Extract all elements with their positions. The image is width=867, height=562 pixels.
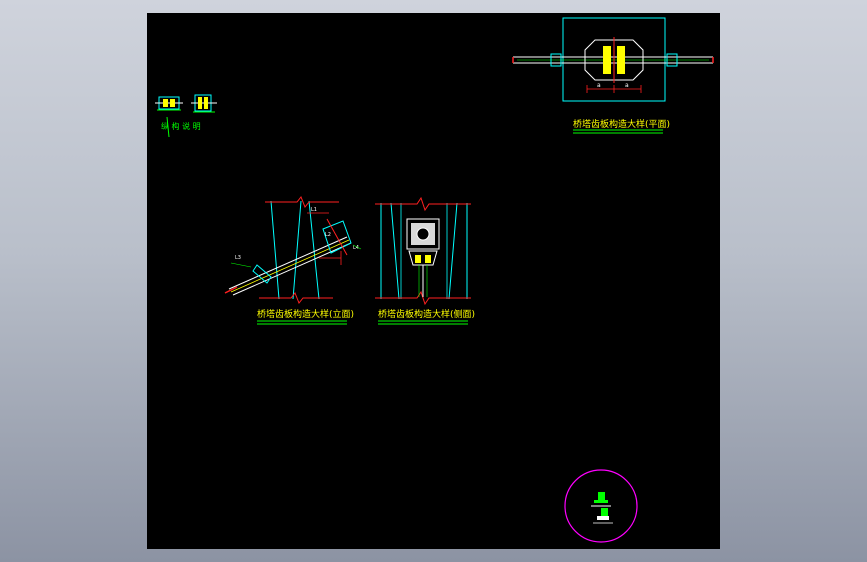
elevation-title: 桥塔齿板构造大样(立面)	[257, 308, 354, 320]
cad-canvas: 纵 构 说 明 a a 桥塔齿板构造大样(平面)	[155, 17, 714, 543]
elev-dim-4: L4	[353, 245, 359, 251]
side-view: 桥塔齿板构造大样(侧面)	[375, 196, 475, 325]
plan-title: 桥塔齿板构造大样(平面)	[573, 118, 670, 130]
elev-dim-1: L1	[311, 207, 317, 213]
legend-note: 纵 构 说 明	[161, 121, 201, 131]
legend-symbols: 纵 构 说 明	[155, 94, 217, 138]
legend-symbol-right	[191, 94, 217, 113]
legend-symbol-left	[155, 96, 183, 111]
plan-outline	[562, 17, 666, 102]
north-compass-icon[interactable]	[564, 469, 638, 543]
plan-dim-left: a	[597, 82, 601, 89]
elevation-view: L1 L2 L3 L4 桥塔齿板构造大样(立面)	[224, 196, 362, 325]
cad-drawing-viewport[interactable]: 纵 构 说 明 a a 桥塔齿板构造大样(平面)	[147, 13, 720, 549]
plan-dim-right: a	[625, 82, 629, 89]
plan-view: a a 桥塔齿板构造大样(平面)	[512, 17, 714, 134]
elev-dim-2: L2	[325, 232, 331, 238]
side-title: 桥塔齿板构造大样(侧面)	[378, 308, 475, 320]
elev-dim-3: L3	[235, 255, 241, 261]
